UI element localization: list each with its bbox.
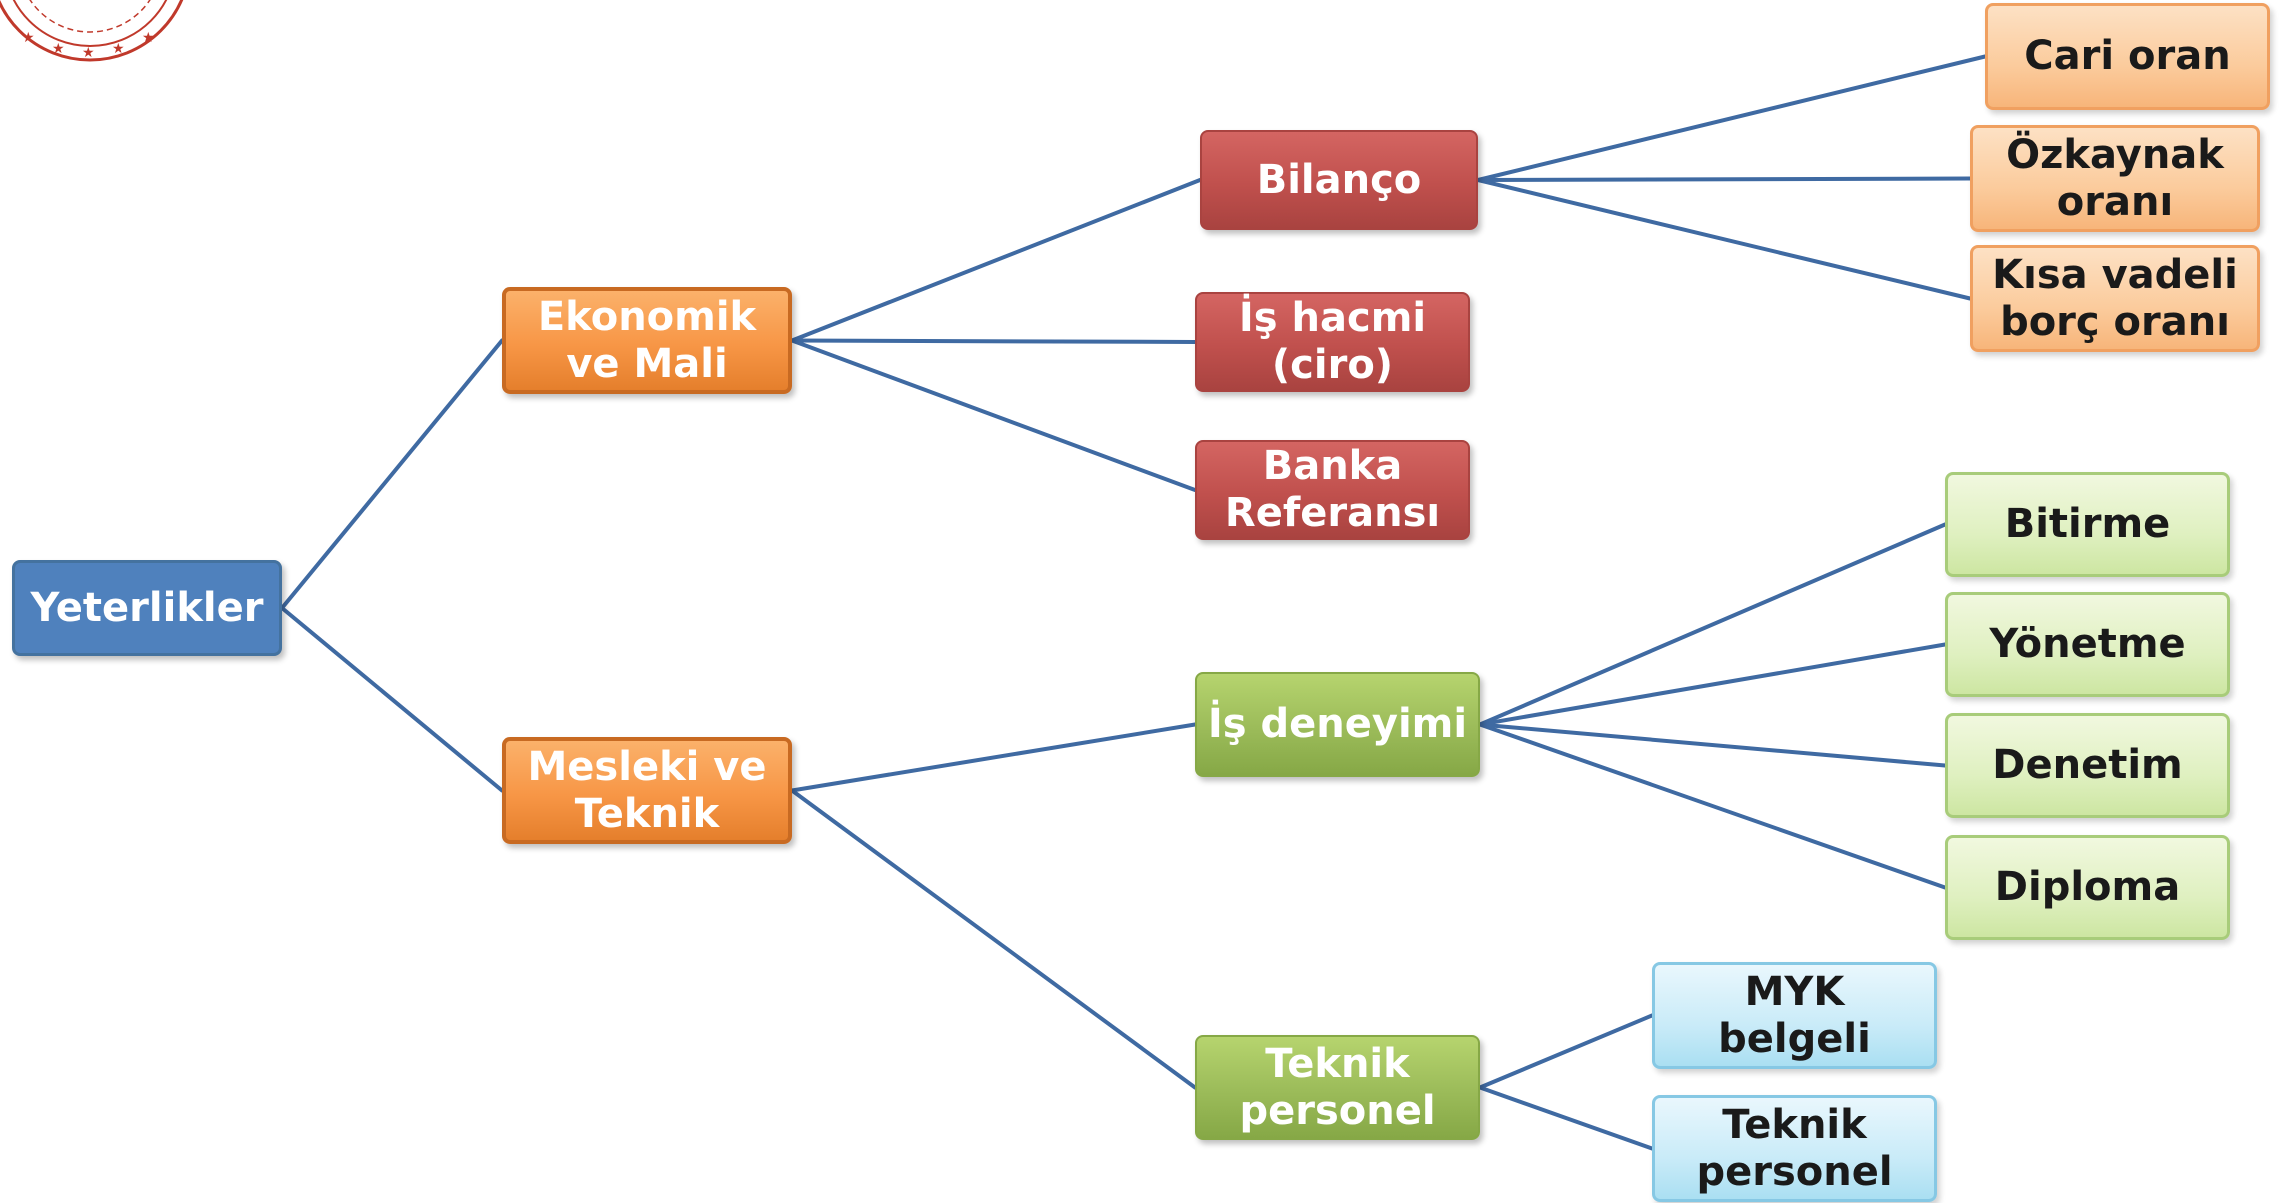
connector-ekonomik-bilanco bbox=[790, 178, 1202, 343]
node-label: Bitirme bbox=[2004, 501, 2171, 547]
node-label: İş deneyimi bbox=[1207, 701, 1468, 747]
node-cari-oran: Cari oran bbox=[1985, 3, 2270, 110]
node-myk-belgeli: MYK belgeli bbox=[1652, 962, 1937, 1069]
node-label: Ekonomik ve Mali bbox=[537, 293, 757, 387]
node-is-hacmi: İş hacmi (ciro) bbox=[1195, 292, 1470, 392]
node-label: Denetim bbox=[1992, 742, 2183, 788]
node-label: Mesleki ve Teknik bbox=[527, 743, 767, 837]
connector-is_deneyimi-denetim bbox=[1478, 722, 1947, 768]
svg-text:★: ★ bbox=[82, 45, 95, 61]
node-teknik-personel-leaf: Teknik personel bbox=[1652, 1095, 1937, 1202]
node-yeterlikler: Yeterlikler bbox=[12, 560, 282, 656]
node-label: Teknik personel bbox=[1239, 1040, 1436, 1134]
connector-root-ekonomik bbox=[280, 338, 504, 610]
connector-mesleki-is_deneyimi bbox=[790, 722, 1197, 793]
seal-logo: ★ ★ ★ ★ ★ bbox=[0, 0, 184, 62]
connector-is_deneyimi-diploma bbox=[1478, 722, 1947, 890]
connector-bilanco-kisa_vadeli bbox=[1476, 178, 1972, 301]
node-yonetme: Yönetme bbox=[1945, 592, 2230, 697]
node-label: Özkaynak oranı bbox=[2006, 131, 2224, 225]
connector-ekonomik-is_hacmi bbox=[790, 338, 1197, 344]
connector-teknik_personel-myk bbox=[1478, 1013, 1654, 1090]
node-label: Diploma bbox=[1994, 864, 2181, 910]
node-denetim: Denetim bbox=[1945, 713, 2230, 818]
connector-teknik_personel-teknik_personel_leaf bbox=[1478, 1085, 1654, 1151]
node-label: Yeterlikler bbox=[30, 584, 264, 631]
node-label: Yönetme bbox=[1989, 621, 2186, 667]
node-bilanco: Bilanço bbox=[1200, 130, 1478, 230]
node-banka-referansi: Banka Referansı bbox=[1195, 440, 1470, 540]
svg-text:★: ★ bbox=[22, 30, 35, 46]
node-label: Kısa vadeli borç oranı bbox=[1992, 251, 2238, 345]
connector-is_deneyimi-yonetme bbox=[1478, 642, 1947, 727]
connector-is_deneyimi-bitirme bbox=[1478, 522, 1947, 727]
connector-bilanco-cari_oran bbox=[1476, 54, 1987, 182]
connector-bilanco-ozkaynak bbox=[1476, 176, 1972, 182]
svg-text:★: ★ bbox=[112, 41, 125, 57]
node-label: Cari oran bbox=[2024, 33, 2231, 79]
connector-root-mesleki bbox=[280, 606, 504, 793]
node-label: Banka Referansı bbox=[1224, 443, 1441, 536]
node-bitirme: Bitirme bbox=[1945, 472, 2230, 577]
node-kisa-vadeli-borc-orani: Kısa vadeli borç oranı bbox=[1970, 245, 2260, 352]
node-label: Bilanço bbox=[1256, 156, 1422, 203]
node-ekonomik-ve-mali: Ekonomik ve Mali bbox=[502, 287, 792, 394]
node-is-deneyimi: İş deneyimi bbox=[1195, 672, 1480, 777]
node-label: Teknik personel bbox=[1696, 1101, 1893, 1195]
node-label: İş hacmi (ciro) bbox=[1238, 295, 1427, 388]
connector-ekonomik-banka bbox=[790, 338, 1197, 492]
connector-mesleki-teknik_personel bbox=[790, 788, 1197, 1090]
node-teknik-personel: Teknik personel bbox=[1195, 1035, 1480, 1140]
node-ozkaynak-orani: Özkaynak oranı bbox=[1970, 125, 2260, 232]
svg-text:★: ★ bbox=[52, 41, 65, 57]
svg-text:★: ★ bbox=[142, 30, 155, 46]
node-diploma: Diploma bbox=[1945, 835, 2230, 940]
node-label: MYK belgeli bbox=[1718, 968, 1871, 1062]
node-mesleki-ve-teknik: Mesleki ve Teknik bbox=[502, 737, 792, 844]
